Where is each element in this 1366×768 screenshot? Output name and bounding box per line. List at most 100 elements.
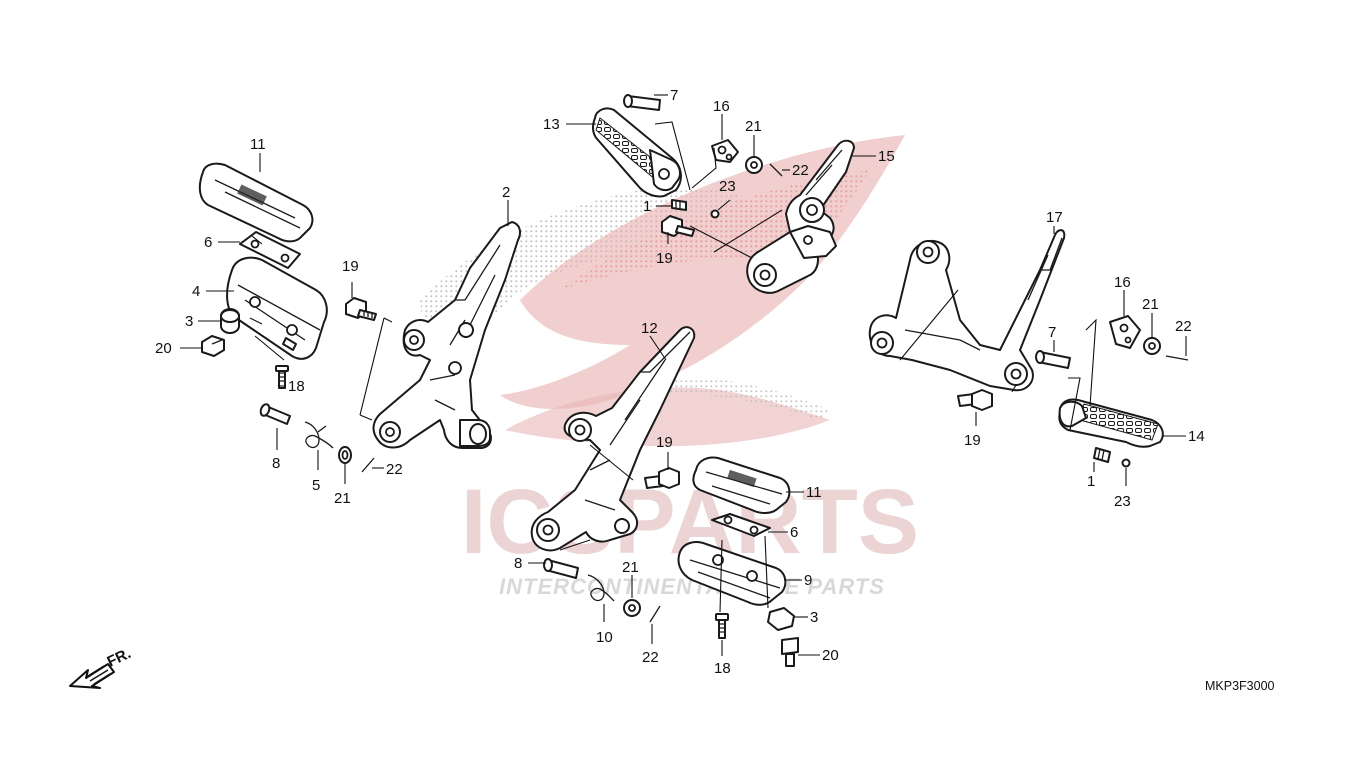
watermark-dot-band bbox=[640, 376, 830, 420]
footpeg-bar-left[interactable] bbox=[226, 256, 328, 360]
callout[interactable]: 3 bbox=[794, 609, 818, 626]
callout[interactable]: 11 bbox=[250, 136, 266, 172]
callout[interactable]: 21 bbox=[334, 464, 351, 507]
cotter-pin-22-right[interactable] bbox=[1165, 355, 1189, 361]
callout[interactable]: 22 bbox=[782, 162, 809, 179]
bolt-20-center[interactable] bbox=[781, 637, 799, 667]
rubber-plate-left[interactable] bbox=[239, 231, 301, 269]
bolt-20-left[interactable] bbox=[201, 335, 225, 357]
footpeg-14[interactable] bbox=[1058, 398, 1164, 448]
callout[interactable]: 6 bbox=[204, 234, 240, 251]
callout[interactable]: 13 bbox=[543, 116, 596, 133]
cotter-pin-22-center[interactable] bbox=[649, 605, 661, 623]
pin-8-left[interactable] bbox=[259, 403, 291, 425]
footpeg-rubber-left[interactable] bbox=[198, 162, 314, 243]
bolt-1-right[interactable] bbox=[1093, 447, 1111, 463]
footpeg-rubber-center[interactable] bbox=[692, 456, 791, 514]
bolt-19-top[interactable] bbox=[661, 215, 695, 237]
callout[interactable]: 19 bbox=[656, 434, 673, 470]
pin-7-right[interactable] bbox=[1035, 350, 1071, 369]
washer-21-left[interactable] bbox=[338, 446, 352, 464]
callout-label: 5 bbox=[312, 477, 320, 494]
callout-label: 16 bbox=[1114, 274, 1131, 291]
footpeg-bar-9[interactable] bbox=[677, 541, 787, 606]
callout[interactable]: 7 bbox=[1048, 324, 1056, 352]
callout[interactable]: 19 bbox=[342, 258, 359, 298]
footpeg-bracket-2[interactable] bbox=[372, 221, 521, 449]
footpeg-bracket-17[interactable] bbox=[868, 229, 1066, 392]
callout[interactable]: 19 bbox=[656, 232, 673, 267]
collar-3-center[interactable] bbox=[767, 607, 795, 631]
callout[interactable]: 5 bbox=[312, 450, 320, 494]
cotter-pin-22-left[interactable] bbox=[361, 457, 375, 473]
callout-label: 15 bbox=[878, 148, 895, 165]
callout[interactable]: 6 bbox=[768, 524, 798, 541]
callout[interactable]: 8 bbox=[272, 428, 280, 472]
washer-21-center[interactable] bbox=[623, 599, 641, 617]
detent-ball-23-top[interactable] bbox=[710, 209, 720, 219]
callout[interactable]: 1 bbox=[643, 198, 672, 215]
callout[interactable]: 22 bbox=[642, 624, 659, 666]
callout-label: 21 bbox=[1142, 296, 1159, 313]
bolt-19-center[interactable] bbox=[644, 467, 680, 489]
callout[interactable]: 10 bbox=[596, 604, 613, 646]
bolt-1-top[interactable] bbox=[671, 199, 687, 211]
bolt-19-left[interactable] bbox=[345, 297, 377, 321]
detent-ball-23-right[interactable] bbox=[1121, 458, 1131, 468]
top-center-group bbox=[592, 94, 855, 294]
footpeg-bracket-15[interactable] bbox=[746, 139, 855, 294]
bolt-19-right[interactable] bbox=[957, 389, 993, 411]
callout[interactable]: 16 bbox=[1114, 274, 1131, 316]
bolt-18-left[interactable] bbox=[275, 365, 289, 389]
callout[interactable]: 12 bbox=[641, 320, 667, 361]
callout[interactable]: 20 bbox=[155, 340, 202, 357]
guard-plate-16-right[interactable] bbox=[1109, 315, 1141, 349]
callout[interactable]: 22 bbox=[1175, 318, 1192, 356]
spring-5-left[interactable] bbox=[304, 421, 334, 449]
callout[interactable]: 4 bbox=[192, 283, 234, 300]
callout-label: 7 bbox=[1048, 324, 1056, 341]
callout[interactable]: 21 bbox=[622, 559, 639, 598]
callout[interactable]: 14 bbox=[1162, 428, 1205, 445]
pin-8-center[interactable] bbox=[543, 558, 579, 579]
diagram-code: MKP3F3000 bbox=[1205, 679, 1275, 693]
callout[interactable]: 2 bbox=[502, 184, 510, 226]
callout[interactable]: 1 bbox=[1087, 462, 1095, 490]
callout[interactable]: 19 bbox=[964, 412, 981, 449]
callout[interactable]: 20 bbox=[798, 647, 839, 664]
callout-label: 22 bbox=[1175, 318, 1192, 335]
callout[interactable]: 11 bbox=[786, 484, 822, 501]
callout[interactable]: 18 bbox=[714, 640, 731, 677]
pin-7-top[interactable] bbox=[623, 94, 661, 111]
callout[interactable]: 9 bbox=[784, 572, 812, 589]
callout[interactable]: 3 bbox=[185, 313, 220, 330]
callout[interactable]: 7 bbox=[654, 87, 678, 104]
callout[interactable]: 17 bbox=[1046, 209, 1063, 234]
callout[interactable]: 23 bbox=[717, 178, 736, 211]
callout-label: 22 bbox=[642, 649, 659, 666]
callout[interactable]: 21 bbox=[1142, 296, 1159, 338]
bolt-18-center[interactable] bbox=[715, 613, 729, 639]
callout[interactable]: 21 bbox=[745, 118, 762, 157]
callout[interactable]: 18 bbox=[278, 378, 305, 395]
callout-label: 19 bbox=[342, 258, 359, 275]
callout[interactable]: 15 bbox=[852, 148, 895, 165]
callout[interactable]: 16 bbox=[713, 98, 730, 140]
callout-label: 21 bbox=[745, 118, 762, 135]
guard-plate-16-top[interactable] bbox=[711, 139, 739, 163]
washer-21-right[interactable] bbox=[1143, 337, 1161, 355]
callouts: 7 16 13 21 22 15 23 1 bbox=[155, 87, 1205, 677]
direction-label: FR. bbox=[105, 645, 134, 671]
footpeg-bracket-12[interactable] bbox=[530, 326, 696, 552]
callout[interactable]: 23 bbox=[1114, 468, 1131, 510]
callout[interactable]: 8 bbox=[514, 555, 546, 572]
collar-3-left[interactable] bbox=[220, 308, 240, 334]
callout-label: 18 bbox=[714, 660, 731, 677]
washer-21-top[interactable] bbox=[745, 156, 763, 174]
spring-10[interactable] bbox=[587, 574, 615, 602]
footpeg-13[interactable] bbox=[592, 107, 682, 198]
cotter-pin-22-top[interactable] bbox=[769, 163, 783, 177]
callout[interactable]: 22 bbox=[372, 461, 403, 478]
callout-label: 6 bbox=[790, 524, 798, 541]
rubber-plate-center[interactable] bbox=[711, 513, 771, 537]
